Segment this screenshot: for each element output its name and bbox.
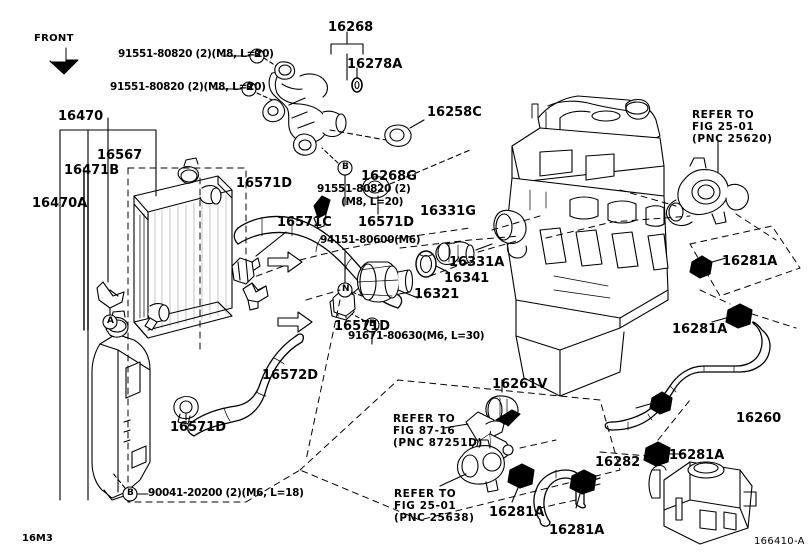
fastener-label-91551-3-line2: (M8, L=20) xyxy=(341,196,404,208)
lower-radiator-hose-16572D xyxy=(187,333,304,437)
callout-letter-b-4: B xyxy=(369,319,376,329)
refer-25638-line2: FIG 25-01 xyxy=(394,499,457,512)
clamp-16571D-upper xyxy=(231,231,287,285)
bracket-16268 xyxy=(330,31,364,81)
refer-block-25620: REFER TO FIG 25-01 (PNC 25620) xyxy=(692,109,773,145)
part-label-16471B: 16471B xyxy=(64,163,120,178)
callout-letter-a-1: A xyxy=(107,316,114,326)
part-label-16331A: 16331A xyxy=(449,255,505,270)
clamp-16281A-b2 xyxy=(569,469,597,509)
part-label-16268: 16268 xyxy=(328,20,374,35)
gasket-16258C xyxy=(329,119,425,147)
fastener-label-91551-2: 91551-80820 (2)(M8, L=20) xyxy=(110,81,266,93)
engine-block xyxy=(493,95,669,397)
dash-right-box xyxy=(689,225,801,297)
refer-block-25638: REFER TO FIG 25-01 (PNC 25638) xyxy=(394,488,475,524)
part-label-16281A-c: 16281A xyxy=(489,505,545,520)
part-label-16321: 16321 xyxy=(414,287,460,302)
thermostat-housing-16321 xyxy=(356,261,414,303)
part-label-16331G: 16331G xyxy=(420,204,476,219)
fastener-label-91551-3-line1: 91551-80820 (2) xyxy=(317,183,411,195)
water-pump-housing-br xyxy=(648,461,757,545)
bolt-callout-90041 xyxy=(111,471,149,502)
dash-thermo-left xyxy=(305,299,341,461)
callout-letter-b-2: B xyxy=(246,83,253,93)
dash-radiator-top xyxy=(127,167,247,281)
callout-letter-b-5: B xyxy=(127,488,134,498)
valve-25638 xyxy=(439,439,505,493)
fastener-label-91671: 91671-80630(M6, L=30) xyxy=(348,330,485,342)
bolt-leader-lines xyxy=(213,48,277,101)
fastener-label-90041: 90041-20200 (2)(M6, L=18) xyxy=(148,487,304,499)
bracket-16567 xyxy=(242,282,269,311)
part-label-16572D: 16572D xyxy=(262,368,319,383)
fastener-label-91551-1: 91551-80820 (2)(M8, L=20) xyxy=(118,48,274,60)
part-label-16278A: 16278A xyxy=(347,57,403,72)
clamp-16281A-b1 xyxy=(507,463,535,503)
part-label-16341: 16341 xyxy=(444,271,490,286)
sheet-code-left: 16M3 xyxy=(22,533,53,544)
fastener-label-94151: 94151-80600(M6) xyxy=(320,234,421,246)
bracket-16567-tab xyxy=(313,195,331,229)
refer-87251D-line1: REFER TO xyxy=(393,413,456,425)
part-label-16571C: 16571C xyxy=(277,215,332,230)
part-label-16571D-d: 16571D xyxy=(170,420,227,435)
part-label-16281A-a: 16281A xyxy=(722,254,778,269)
part-label-16571D-a: 16571D xyxy=(236,176,293,191)
reservoir-tank-16470 xyxy=(91,310,151,501)
refer-block-87251D: REFER TO FIG 87-16 (PNC 87251D) xyxy=(393,413,483,449)
part-label-16281A-d: 16281A xyxy=(549,523,605,538)
clamp-16281A-b4 xyxy=(635,391,673,415)
gasket-16268G xyxy=(362,149,471,215)
refer-87251D-line3: (PNC 87251D) xyxy=(393,436,483,449)
pipe-16470A xyxy=(83,167,89,331)
callout-letter-b-3: B xyxy=(342,162,349,172)
part-label-16260: 16260 xyxy=(736,411,782,426)
dash-bottom-box xyxy=(299,379,621,521)
part-label-16261V: 16261V xyxy=(492,377,548,392)
sheet-code-right: 166410-A xyxy=(754,536,805,547)
part-label-16258C: 16258C xyxy=(427,105,482,120)
part-label-16281A-b: 16281A xyxy=(672,322,728,337)
part-label-16571D-c: 16571D xyxy=(334,319,391,334)
front-label: FRONT xyxy=(34,33,74,44)
leader-16321 xyxy=(397,289,419,299)
throttle-body-25620 xyxy=(665,139,749,227)
part-label-16268G: 16268G xyxy=(361,169,417,184)
nut-callout-94151 xyxy=(337,251,363,298)
gasket-16278A xyxy=(351,67,363,93)
water-inlet-16331A xyxy=(435,241,493,266)
radiator-16400 xyxy=(133,157,233,339)
bolt-callout-16268G xyxy=(321,147,353,206)
callout-letter-n-1: N xyxy=(342,284,350,294)
part-label-16470: 16470 xyxy=(58,109,104,124)
thermostat-16341 xyxy=(415,250,449,278)
refer-25620-line2: FIG 25-01 xyxy=(692,120,755,133)
clamp-16281A-b3 xyxy=(643,441,685,467)
part-label-16470A: 16470A xyxy=(32,196,88,211)
refer-25620-line1: REFER TO xyxy=(692,109,755,121)
refer-87251D-line2: FIG 87-16 xyxy=(393,424,456,437)
callout-letter-b-1: B xyxy=(254,50,261,60)
dash-radiator-left xyxy=(127,167,247,503)
clip-16471B xyxy=(96,281,125,309)
part-label-16567: 16567 xyxy=(97,148,143,163)
refer-25620-line3: (PNC 25620) xyxy=(692,132,773,145)
bolt-callout-91671 xyxy=(351,313,380,345)
part-label-16571D-b: 16571D xyxy=(358,215,415,230)
water-inlet-housing-16268 xyxy=(262,61,347,156)
part-label-16281A-e: 16281A xyxy=(669,448,725,463)
flow-arrow-upper xyxy=(267,251,303,273)
flow-arrow-lower xyxy=(277,311,313,333)
sensor-16261V xyxy=(485,379,519,425)
front-direction-arrow xyxy=(49,47,79,75)
refer-25638-line3: (PNC 25638) xyxy=(394,511,475,524)
part-label-16282: 16282 xyxy=(595,455,641,470)
bypass-hose-16260 xyxy=(604,321,771,431)
clamp-16281A-r2 xyxy=(711,303,753,329)
refer-25638-line1: REFER TO xyxy=(394,488,457,500)
clip-A-callout xyxy=(102,307,118,330)
clamp-16571D-lower xyxy=(173,395,199,425)
